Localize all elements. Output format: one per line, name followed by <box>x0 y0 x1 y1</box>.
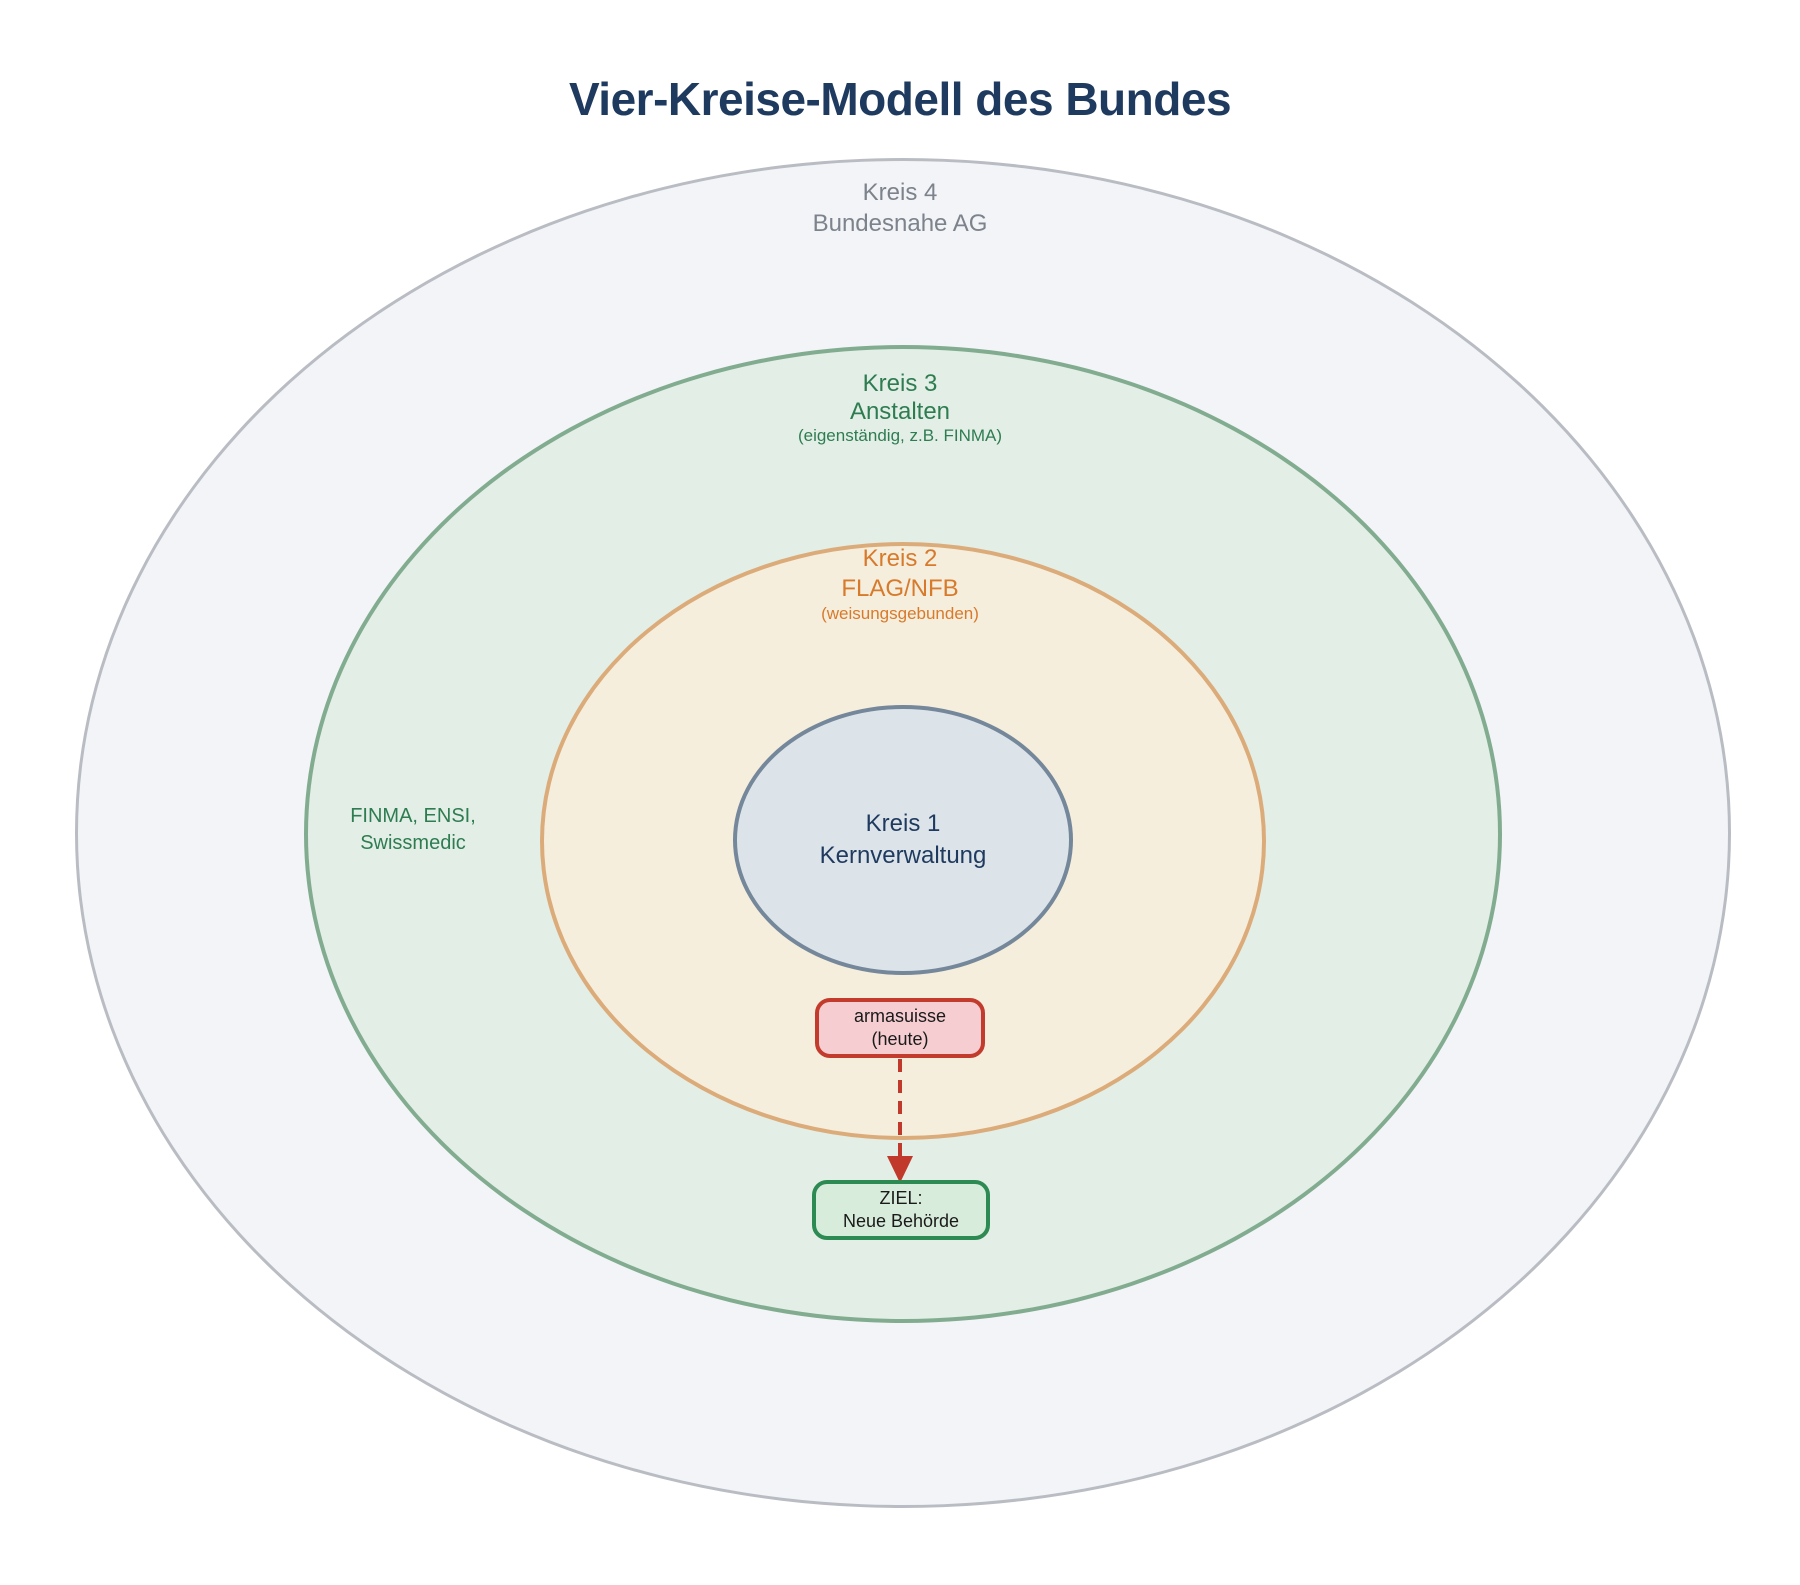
page-title: Vier-Kreise-Modell des Bundes <box>568 73 1232 125</box>
kreis3-label-block: Kreis 3 Anstalten (eigenständig, z.B. FI… <box>0 370 1800 446</box>
transition-arrow-line <box>898 1059 902 1157</box>
armasuisse-sublabel: (heute) <box>871 1029 929 1049</box>
kreis3-examples: FINMA, ENSI, Swissmedic <box>263 803 563 857</box>
kreis1-label-block: Kreis 1 Kernverwaltung <box>820 808 987 872</box>
armasuisse-box: armasuisse (heute) <box>815 998 985 1058</box>
kreis3-sublabel: Anstalten <box>849 398 951 425</box>
kreis3-name: Kreis 3 <box>862 370 938 397</box>
kreis4-label-block: Kreis 4 Bundesnahe AG <box>0 177 1800 239</box>
kreis3-examples-line1: FINMA, ENSI, <box>350 805 476 827</box>
kreis2-name: Kreis 2 <box>862 545 938 572</box>
ziel-box: ZIEL: Neue Behörde <box>812 1180 990 1240</box>
kreis2-label-block: Kreis 2 FLAG/NFB (weisungsgebunden) <box>0 544 1800 624</box>
kreis1-sublabel: Kernverwaltung <box>819 842 987 869</box>
ziel-label: ZIEL: <box>879 1188 923 1208</box>
ziel-sublabel: Neue Behörde <box>842 1211 960 1231</box>
kreis1-ellipse: Kreis 1 Kernverwaltung <box>733 705 1073 975</box>
kreis2-sublabel: FLAG/NFB <box>841 575 959 602</box>
kreis3-note: (eigenständig, z.B. FINMA) <box>797 426 1003 445</box>
kreis4-name: Kreis 4 <box>862 179 938 206</box>
kreis1-name: Kreis 1 <box>865 810 941 837</box>
kreis3-examples-line2: Swissmedic <box>360 832 466 854</box>
arrow-down-icon <box>887 1156 913 1183</box>
kreis4-sublabel: Bundesnahe AG <box>812 210 988 237</box>
kreis2-note: (weisungsgebunden) <box>821 604 979 623</box>
armasuisse-label: armasuisse <box>853 1006 947 1026</box>
